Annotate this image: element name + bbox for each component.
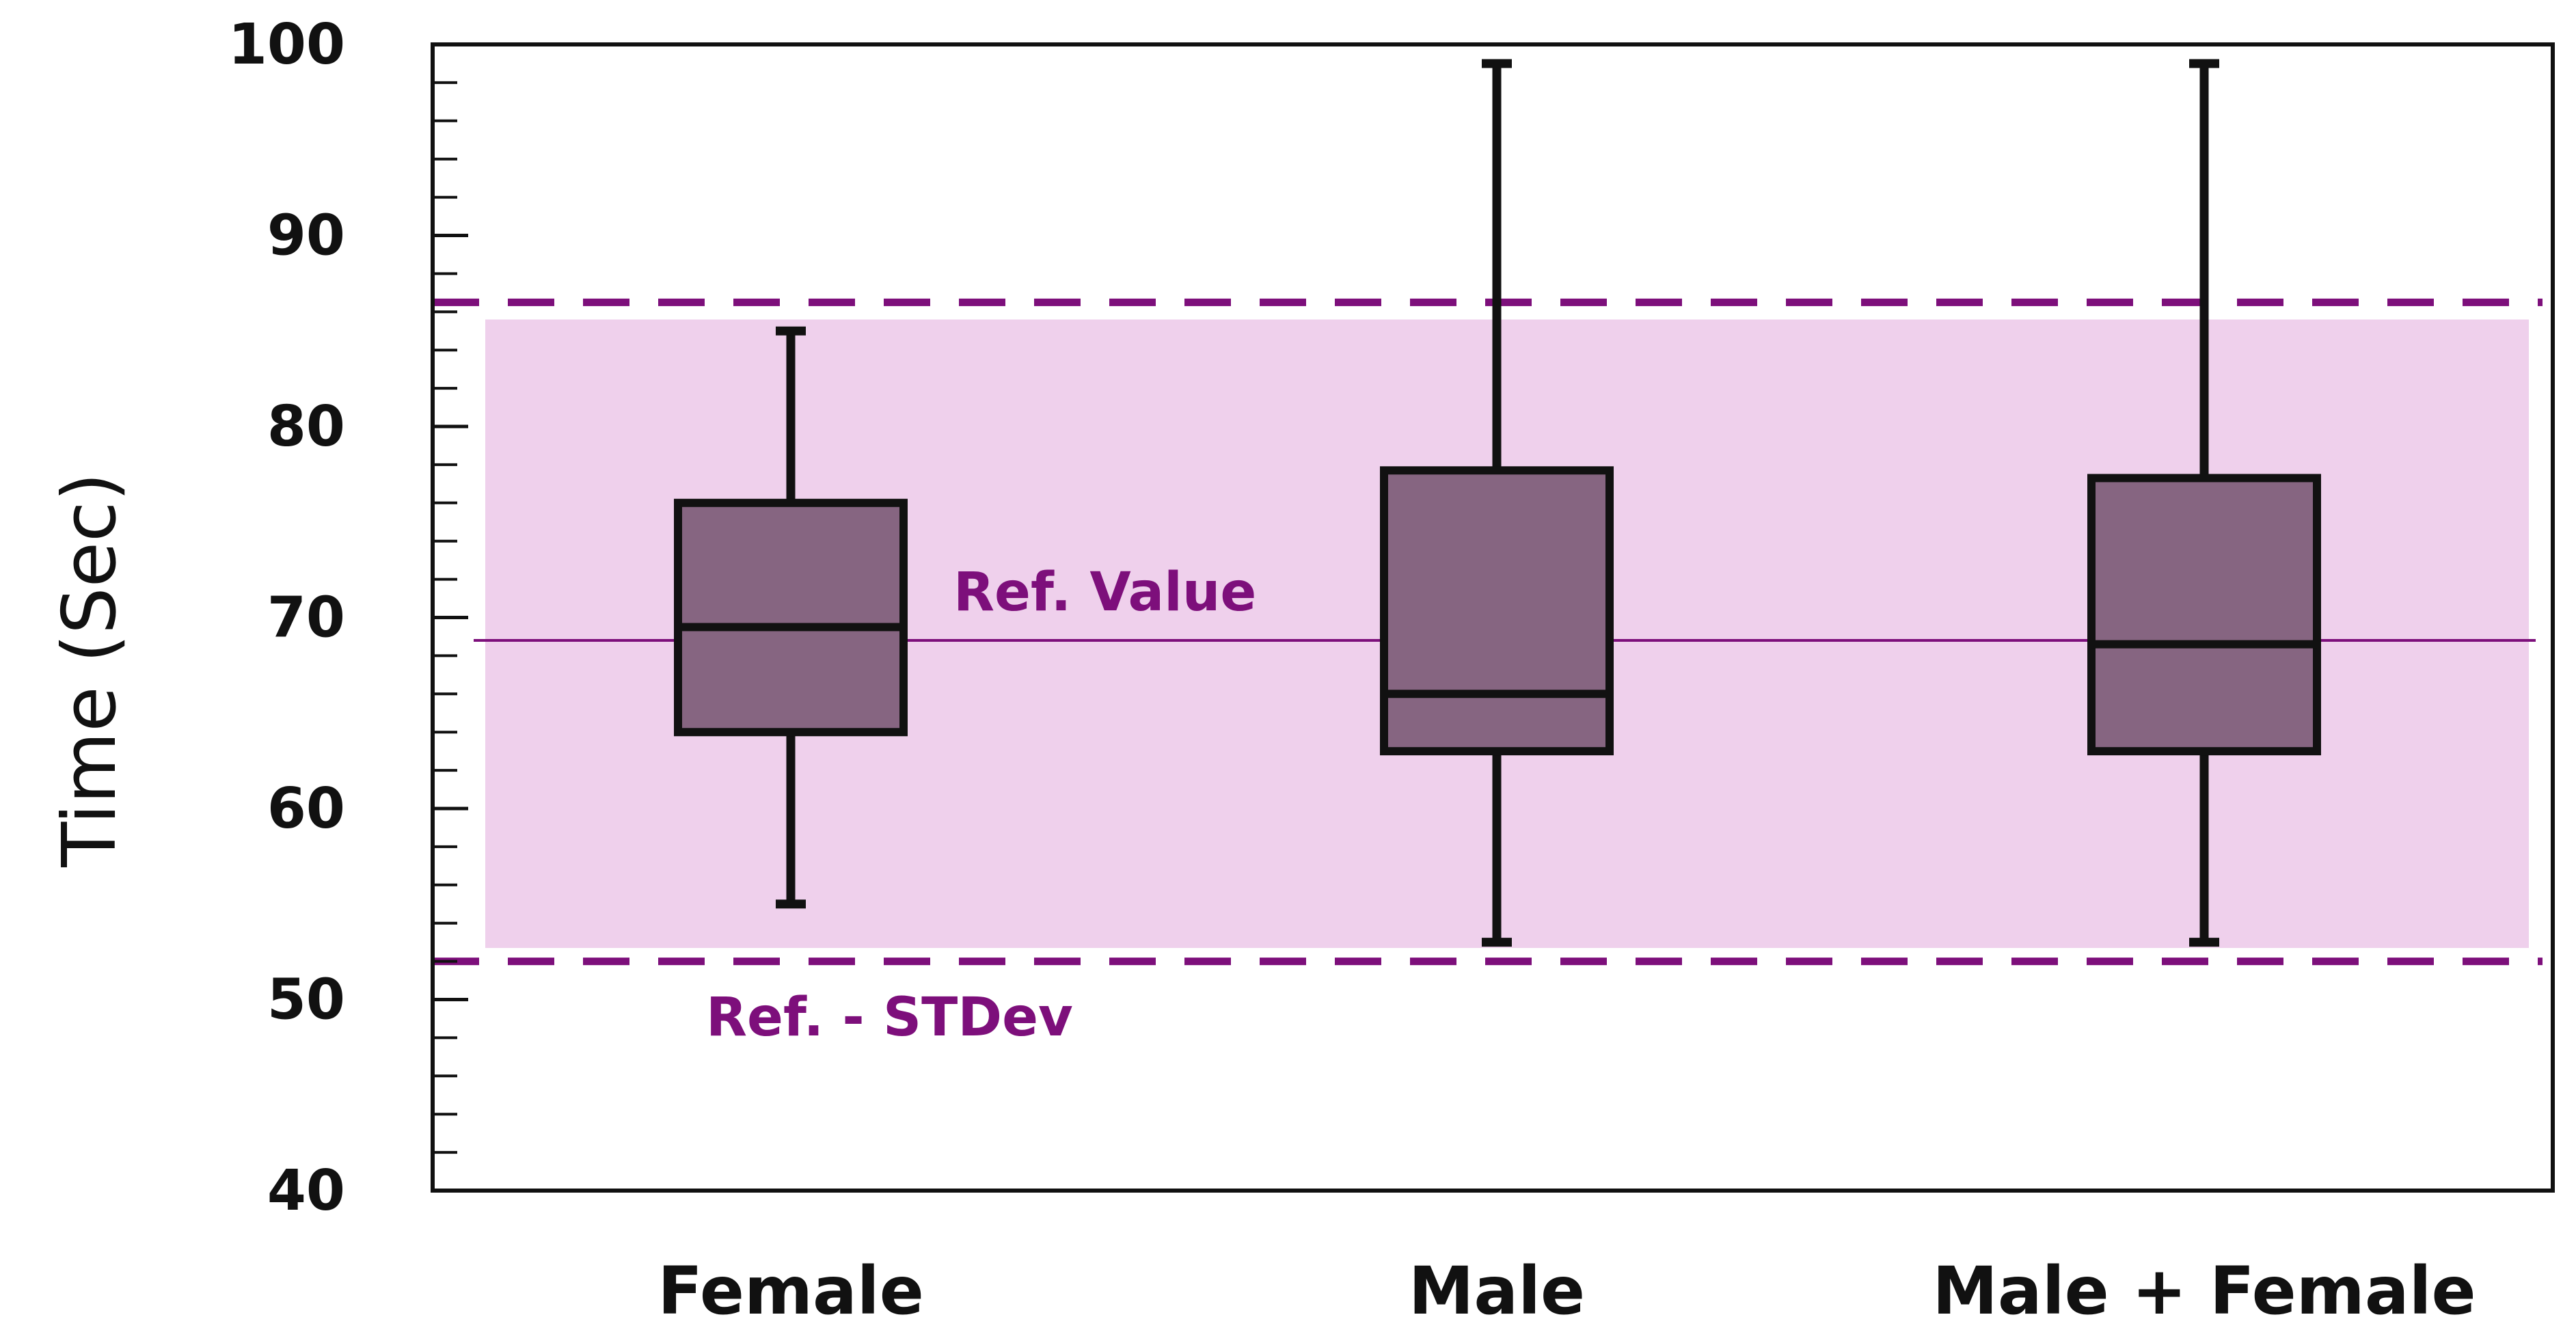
x-category-label: Male + Female [1932, 1253, 2476, 1329]
axes-layer [431, 42, 2555, 1193]
x-category-label: Female [657, 1253, 924, 1329]
ref-value-label: Ref. Value [953, 562, 1256, 623]
box-3 [2087, 59, 2321, 947]
y-tick-label: 60 [267, 776, 345, 841]
boxes-layer [674, 59, 2321, 947]
y-tick-label: 100 [228, 12, 345, 77]
box-iqr [674, 498, 908, 737]
x-category-label: Male [1409, 1253, 1585, 1329]
y-tick-label: 90 [267, 204, 345, 269]
y-tick-label: 40 [267, 1158, 345, 1223]
box-iqr [1380, 466, 1614, 756]
box-1 [674, 326, 908, 909]
y-tick-label: 50 [267, 968, 345, 1033]
labels-layer: Time (Sec) Ref. Value Ref. - STDev 40 50 6… [47, 12, 2476, 1329]
box-2 [1380, 59, 1614, 947]
ref-stdev-label: Ref. - STDev [706, 987, 1073, 1048]
y-tick-label: 80 [267, 394, 345, 459]
box-iqr [2087, 474, 2321, 756]
y-tick-label: 70 [267, 586, 345, 651]
y-axis-title: Time (Sec) [47, 472, 133, 867]
